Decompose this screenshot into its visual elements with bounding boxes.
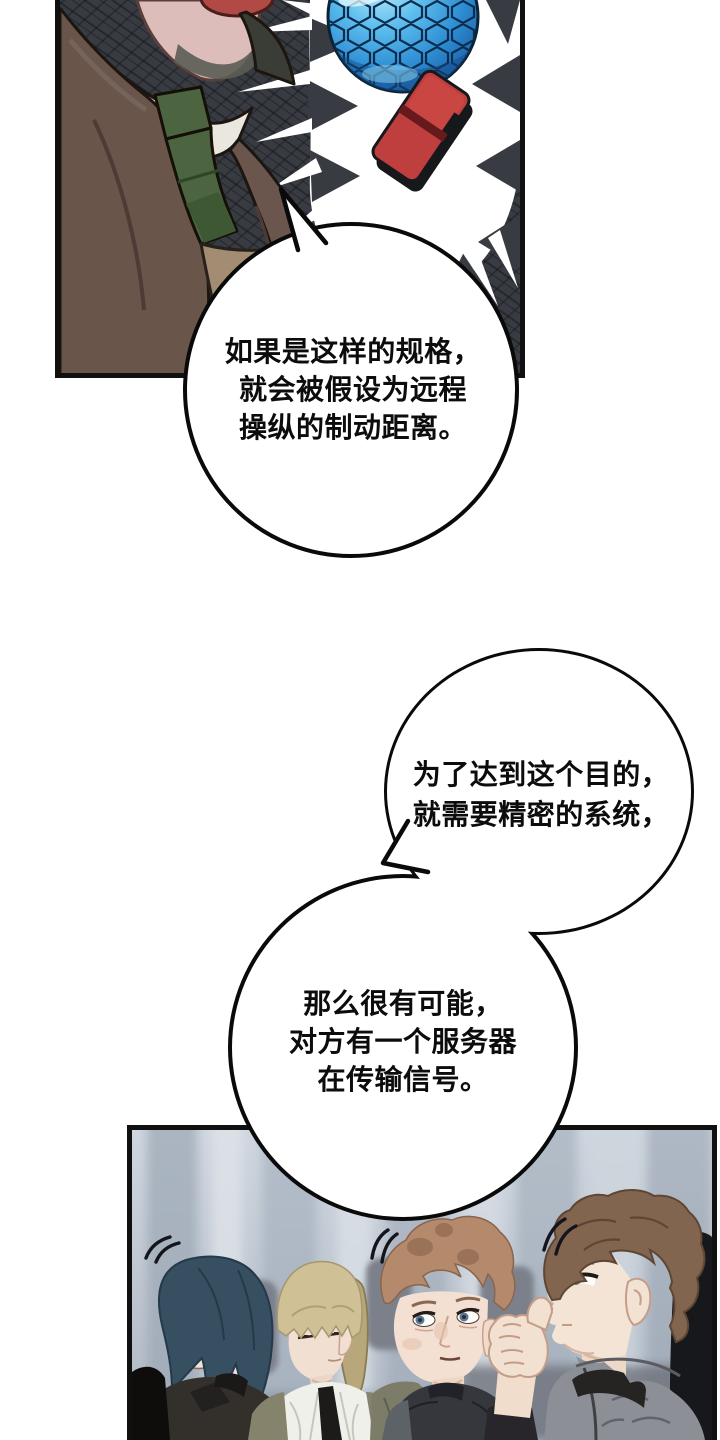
jacket-left bbox=[248, 1392, 288, 1440]
panel-bottom-art bbox=[132, 1130, 712, 1440]
speech-bubble-1-text: 如果是这样的规格， 就会被假设为远程 操纵的制动距离。 bbox=[187, 333, 519, 447]
mouth bbox=[199, 0, 275, 18]
person-blonde bbox=[248, 1260, 402, 1440]
speech-bubble-2-tail bbox=[380, 818, 431, 875]
tie bbox=[318, 1386, 342, 1440]
speech-bubble-1 bbox=[183, 222, 519, 558]
speech-bubble-2-text: 为了达到这个目的， 就需要精密的系统， bbox=[389, 755, 693, 835]
index-finger bbox=[526, 1296, 554, 1332]
speech-line: 在传输信号。 bbox=[317, 1064, 489, 1095]
panel-bottom bbox=[127, 1125, 717, 1440]
foreground-shoulder bbox=[132, 1366, 170, 1440]
person-brown-hair bbox=[484, 1189, 706, 1440]
speech-line: 为了达到这个目的， bbox=[412, 759, 670, 790]
hair bbox=[543, 1189, 706, 1344]
speech-bubble-1-tail bbox=[278, 186, 329, 253]
jacket-right-shoulder bbox=[238, 10, 296, 86]
speech-line: 操纵的制动距离。 bbox=[238, 412, 467, 443]
face bbox=[288, 1328, 347, 1381]
turtleneck bbox=[572, 1369, 646, 1408]
speech-bubble-2-merge-fill bbox=[387, 651, 691, 932]
speech-line: 那么很有可能， bbox=[303, 988, 503, 1019]
speech-bubble-3-text: 那么很有可能， 对方有一个服务器 在传输信号。 bbox=[232, 985, 574, 1099]
speech-line: 对方有一个服务器 bbox=[288, 1026, 517, 1057]
speech-line: 如果是这样的规格， bbox=[224, 336, 482, 367]
person-teal-hair bbox=[138, 1255, 288, 1440]
motion-marks bbox=[144, 1217, 578, 1264]
speech-line: 就需要精密的系统， bbox=[412, 799, 670, 830]
hair bbox=[276, 1260, 363, 1340]
chin-shadow bbox=[174, 44, 259, 80]
speech-line: 就会被假设为远程 bbox=[238, 374, 467, 405]
red-remote-device bbox=[371, 69, 473, 192]
speech-bubble-3 bbox=[228, 874, 578, 1221]
ear bbox=[625, 1277, 652, 1327]
slate-shoulder bbox=[382, 1400, 412, 1440]
wrist bbox=[494, 1370, 536, 1418]
fist bbox=[487, 1313, 549, 1378]
